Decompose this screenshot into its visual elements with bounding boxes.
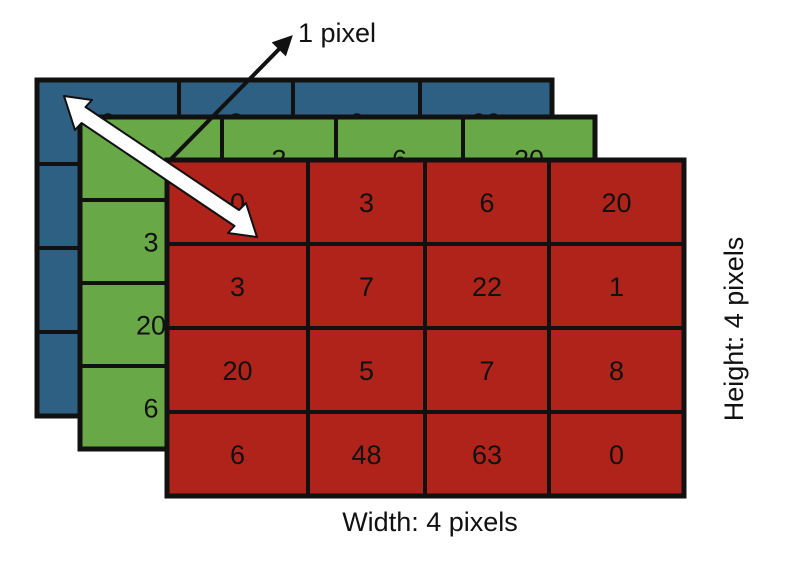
pixel-value: 3	[143, 228, 158, 258]
pixel-value: 7	[359, 272, 374, 302]
pixel-value: 48	[351, 440, 381, 470]
pixel-value: 20	[136, 311, 166, 341]
pixel-value: 1	[609, 272, 624, 302]
pixel-value: 6	[230, 440, 245, 470]
pixel-value: 7	[479, 356, 494, 386]
pixel-value: 22	[472, 272, 502, 302]
pixel-value: 6	[143, 394, 158, 424]
pixel-cell	[547, 410, 686, 498]
pixel-value: 3	[359, 188, 374, 218]
pixel-value: 63	[472, 440, 502, 470]
width-label: Width: 4 pixels	[342, 507, 518, 537]
pixel-value: 20	[601, 188, 631, 218]
pixel-value: 20	[222, 356, 252, 386]
pixel-pointer-arrow	[168, 35, 293, 162]
height-label: Height: 4 pixels	[719, 237, 749, 422]
depth-double-arrow	[63, 95, 258, 238]
pixel-value: 8	[609, 356, 624, 386]
pixel-value: 0	[609, 440, 624, 470]
pixel-label: 1 pixel	[298, 18, 376, 48]
pixel-value: 3	[230, 272, 245, 302]
pixel-value: 5	[359, 356, 374, 386]
pixel-value: 6	[479, 188, 494, 218]
